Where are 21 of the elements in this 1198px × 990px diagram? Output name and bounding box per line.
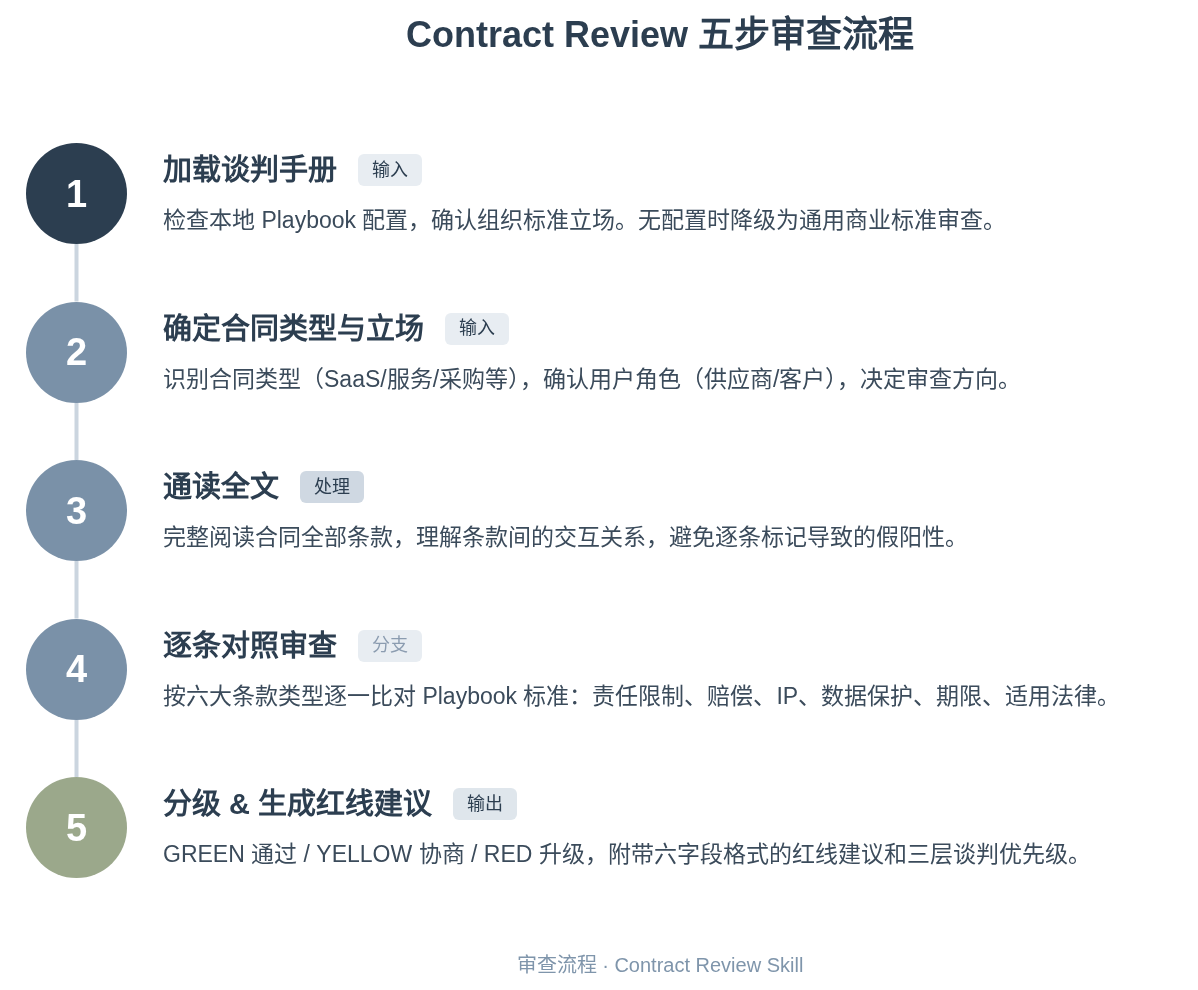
step-description: 识别合同类型（SaaS/服务/采购等），确认用户角色（供应商/客户），决定审查方向。: [163, 364, 1022, 394]
category-tag: 分支: [358, 629, 422, 662]
step-title: 确定合同类型与立场: [163, 311, 424, 347]
step-title: 加载谈判手册: [163, 153, 337, 188]
step-description: GREEN 通过 / YELLOW 协商 / RED 升级，附带六字段格式的红线建议和三层谈判优先级。: [163, 840, 1091, 869]
connector-line: [74, 561, 79, 619]
connector-line: [74, 244, 79, 302]
connector-line: [74, 719, 79, 777]
step-title: 逐条对照审查: [163, 628, 337, 664]
category-tag: 输入: [358, 154, 422, 186]
step-description: 按六大条款类型逐一比对 Playbook 标准：责任限制、赔偿、IP、数据保护、期限、适用法律。: [163, 681, 1121, 711]
category-tag: 输入: [445, 312, 509, 345]
step-title: 分级 & 生成红线建议: [163, 787, 433, 822]
step-description: 完整阅读合同全部条款，理解条款间的交互关系，避免逐条标记导致的假阳性。: [163, 523, 968, 552]
connector-line: [74, 402, 79, 460]
step-description: 检查本地 Playbook 配置，确认组织标准立场。无配置时降级为通用商业标准审查。: [163, 206, 1007, 235]
category-tag: 输出: [453, 788, 518, 820]
footer-caption: 审查流程 · Contract Review Skill: [516, 953, 804, 978]
category-tag: 处理: [300, 471, 364, 503]
step-title: 通读全文: [163, 470, 279, 505]
diagram-title: Contract Review 五步审查流程: [405, 13, 915, 57]
